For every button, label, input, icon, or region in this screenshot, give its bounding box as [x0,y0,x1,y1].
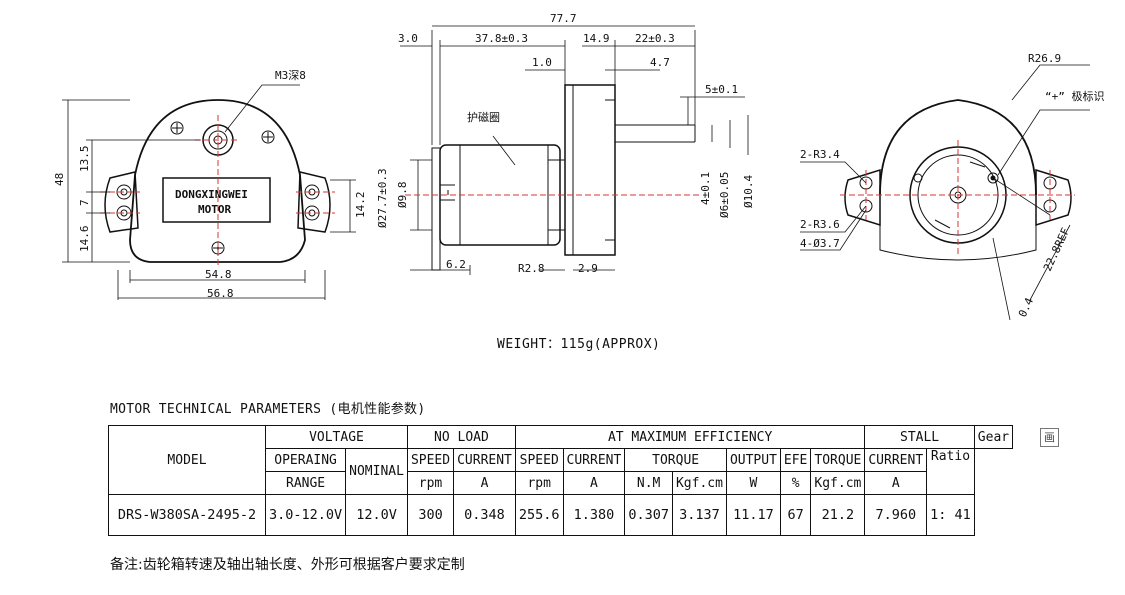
dim-g: 5±0.1 [705,83,738,96]
footnote: 备注:齿轮箱转速及轴出轴长度、外形可根据客户要求定制 [110,557,465,573]
thread-note: M3深8 [275,69,306,82]
unit-me-speed: rpm [514,471,564,495]
header-stall: STALL [864,425,975,449]
dim-term: 6.2 [446,258,466,271]
header-me-torque: TORQUE [624,448,727,472]
dim-d: 22±0.3 [635,32,675,45]
unit-w: W [725,471,781,495]
dim-r2: 2-R3.6 [800,218,840,231]
cell-nl-speed: 300 [406,494,455,536]
header-nominal: NOMINAL [345,448,408,495]
dim-b: 37.8±0.3 [475,32,528,45]
header-operating: OPERAING [264,448,347,472]
unit-nl-speed: rpm [406,471,455,495]
header-voltage: VOLTAGE [265,425,408,449]
cell-gear: 1: 41 [926,494,975,536]
dim-h: 2.9 [578,262,598,275]
cell-st-current: 7.960 [864,494,928,536]
dim-width-inner: 54.8 [205,268,232,281]
header-me-current: CURRENT [562,448,626,472]
header-maxeff: AT MAXIMUM EFFICIENCY [514,425,866,449]
unit-pct: % [779,471,812,495]
dim-mid: 7 [78,199,91,206]
cell-me-efe: 67 [779,494,812,536]
dim-small: 0.4 [1016,295,1036,319]
header-model: MODEL [108,425,266,495]
weight-label: WEIGHT：115g(APPROX) [497,337,661,352]
dim-tab: 14.2 [354,192,367,219]
cell-me-torque-nm: 0.307 [624,494,673,536]
header-nl-speed: SPEED [406,448,455,472]
technical-drawings: M3深8 DONGXINGWEI MOTOR 48 13.5 7 14.6 14… [53,12,1105,321]
dim-shaft: Ø6±0.05 [718,172,731,218]
unit-nl-current: A [453,471,516,495]
cell-nl-current: 0.348 [453,494,516,536]
shield-label: 护磁圈 [467,110,500,124]
header-range: RANGE [264,471,347,495]
front-view [62,84,356,300]
unit-st-a: A [864,471,928,495]
cell-me-torque-kgf: 3.137 [671,494,727,536]
dim-lower: 14.6 [78,226,91,253]
cell-me-output: 11.17 [725,494,781,536]
polarity-note: “+” 极标识 [1045,89,1105,103]
dim-c: 14.9 [583,32,610,45]
back-view [800,64,1090,321]
dim-height: 48 [53,173,66,186]
dim-width-outer: 56.8 [207,287,234,300]
brand-line1: DONGXINGWEI [175,188,248,201]
side-view [400,25,749,275]
cell-nominal: 12.0V [345,494,408,536]
dim-ref: 22.8REF [1041,226,1072,274]
dim-r-outer: R26.9 [1028,52,1061,65]
cell-st-torque: 21.2 [810,494,866,536]
header-noload: NO LOAD [406,425,516,449]
dim-r1: 2-R3.4 [800,148,840,161]
params-title: MOTOR TECHNICAL PARAMETERS (电机性能参数) [110,402,426,417]
dim-shaft-outer: Ø10.4 [742,175,755,208]
header-st-current: CURRENT [864,448,928,472]
dim-total: 77.7 [550,12,577,25]
unit-nm: N.M [624,471,673,495]
dim-f: 4.7 [650,56,670,69]
cell-me-current: 1.380 [562,494,626,536]
unit-me-current: A [562,471,626,495]
unit-kgfcm: Kgf.cm [671,471,727,495]
dim-a: 3.0 [398,32,418,45]
header-gear: Gear [973,425,1014,449]
dim-dia-boss: Ø9.8 [396,182,409,209]
header-ratio: Ratio [926,448,975,495]
header-me-speed: SPEED [514,448,564,472]
dim-e: 1.0 [532,56,552,69]
parameters-table: MODEL VOLTAGE NO LOAD AT MAXIMUM EFFICIE… [108,425,1014,536]
cell-model: DRS-W380SA-2495-2 [108,494,266,536]
dim-holes: 4-Ø3.7 [800,237,840,250]
dim-dia-body: Ø27.7±0.3 [376,168,389,228]
unit-st-kgfcm: Kgf.cm [810,471,866,495]
image-icon[interactable]: 画 [1040,428,1059,447]
cell-range: 3.0-12.0V [264,494,347,536]
brand-line2: MOTOR [198,203,231,216]
table-row: DRS-W380SA-2495-2 3.0-12.0V 12.0V 300 0.… [108,494,1013,536]
dim-radius: R2.8 [518,262,545,275]
header-efe: EFE [779,448,812,472]
dim-flat: 4±0.1 [699,172,712,205]
cell-me-speed: 255.6 [514,494,564,536]
header-st-torque: TORQUE [810,448,866,472]
dim-upper: 13.5 [78,146,91,173]
header-output: OUTPUT [725,448,781,472]
header-nl-current: CURRENT [453,448,516,472]
